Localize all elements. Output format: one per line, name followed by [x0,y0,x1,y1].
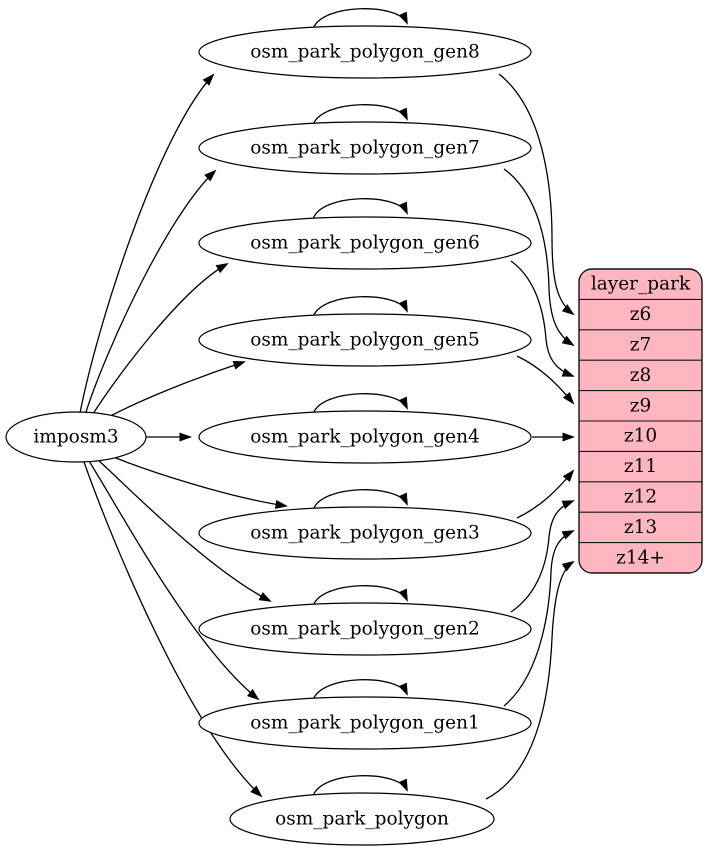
gen5-ellipse [198,313,532,367]
node-osm-park-polygon-gen3: osm_park_polygon_gen3 [198,506,532,560]
node-osm-park-polygon-gen1: osm_park_polygon_gen1 [198,696,532,750]
node-osm-park-polygon-gen2: osm_park_polygon_gen2 [198,602,532,656]
polygon-ellipse [229,792,495,846]
gen7-ellipse [198,121,532,175]
gen8-label: osm_park_polygon_gen8 [250,42,480,63]
edges-from-source [79,73,288,798]
node-osm-park-polygon-gen8: osm_park_polygon_gen8 [198,25,532,79]
gen7-label: osm_park_polygon_gen7 [250,138,480,159]
edge-gen6-to-z8 [510,260,575,377]
selfloop-gen3 [312,489,408,511]
gen6-label: osm_park_polygon_gen6 [250,233,480,254]
selfloop-gen8 [312,8,408,30]
gen1-ellipse [198,696,532,750]
row-z11: z11 [624,456,657,477]
row-z7: z7 [630,335,652,356]
row-z12: z12 [624,487,657,508]
edge-imposm3-to-gen5 [100,360,246,422]
gen4-ellipse [198,410,532,464]
row-z8: z8 [630,365,652,386]
edge-gen7-to-z7 [503,168,575,347]
row-z14plus: z14+ [616,547,665,568]
node-osm-park-polygon-gen6: osm_park_polygon_gen6 [198,216,532,270]
selfloop-gen4 [312,393,408,415]
gen6-ellipse [198,216,532,270]
selfloop-gen6 [312,198,408,220]
row-z10: z10 [624,426,657,447]
row-z6: z6 [630,304,652,325]
row-z13: z13 [624,517,657,538]
edge-imposm3-to-gen7 [84,169,217,416]
imposm3-label: imposm3 [33,427,118,448]
node-imposm3: imposm3 [5,411,147,463]
edge-polygon-to-z14plus [485,560,575,800]
selfloop-polygon [312,775,408,797]
polygon-label: osm_park_polygon [275,809,449,830]
node-osm-park-polygon-gen4: osm_park_polygon_gen4 [198,410,532,464]
selfloop-gen1 [312,679,408,701]
self-loop-edges [312,8,408,797]
gen3-label: osm_park_polygon_gen3 [250,523,480,544]
gen1-label: osm_park_polygon_gen1 [250,713,480,734]
edge-gen2-to-z12 [510,500,575,613]
gen2-ellipse [198,602,532,656]
node-osm-park-polygon-gen7: osm_park_polygon_gen7 [198,121,532,175]
selfloop-gen2 [312,585,408,607]
edge-gen8-to-z6 [498,73,575,316]
gen3-ellipse [198,506,532,560]
node-osm-park-polygon: osm_park_polygon [229,792,495,846]
edge-imposm3-to-gen6 [90,263,229,418]
edge-imposm3-to-gen2 [95,457,272,602]
gen4-label: osm_park_polygon_gen4 [250,427,480,448]
row-z9: z9 [630,395,652,416]
edge-gen1-to-z13 [503,530,575,707]
edge-imposm3-to-gen1 [88,460,260,701]
selfloop-gen7 [312,104,408,126]
imposm3-ellipse [5,411,147,463]
layer-park-table: layer_park z6 z7 z8 z9 z10 z11 z12 z13 z… [578,268,703,574]
layer-park-title: layer_park [591,274,691,295]
edge-gen5-to-z9 [516,355,575,405]
edge-imposm3-to-gen8 [79,73,215,414]
gen5-label: osm_park_polygon_gen5 [250,330,480,351]
edge-imposm3-to-gen3 [105,453,288,509]
edges-to-layer-rows [485,73,575,800]
node-osm-park-polygon-gen5: osm_park_polygon_gen5 [198,313,532,367]
edge-gen3-to-z11 [516,469,575,519]
edge-imposm3-to-polygon [83,461,263,798]
selfloop-gen5 [312,296,408,318]
gen8-ellipse [198,25,532,79]
gen2-label: osm_park_polygon_gen2 [250,619,480,640]
